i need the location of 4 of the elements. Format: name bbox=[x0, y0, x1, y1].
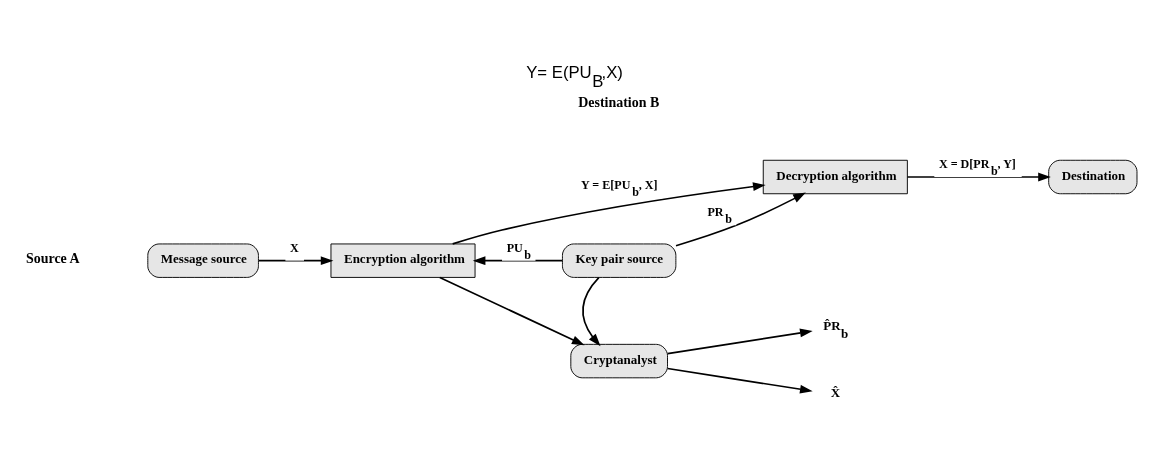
label: Source A bbox=[26, 251, 80, 266]
edge-label: X bbox=[290, 240, 299, 255]
node-text: X̂ bbox=[830, 385, 841, 401]
label: Destination B bbox=[578, 94, 660, 110]
